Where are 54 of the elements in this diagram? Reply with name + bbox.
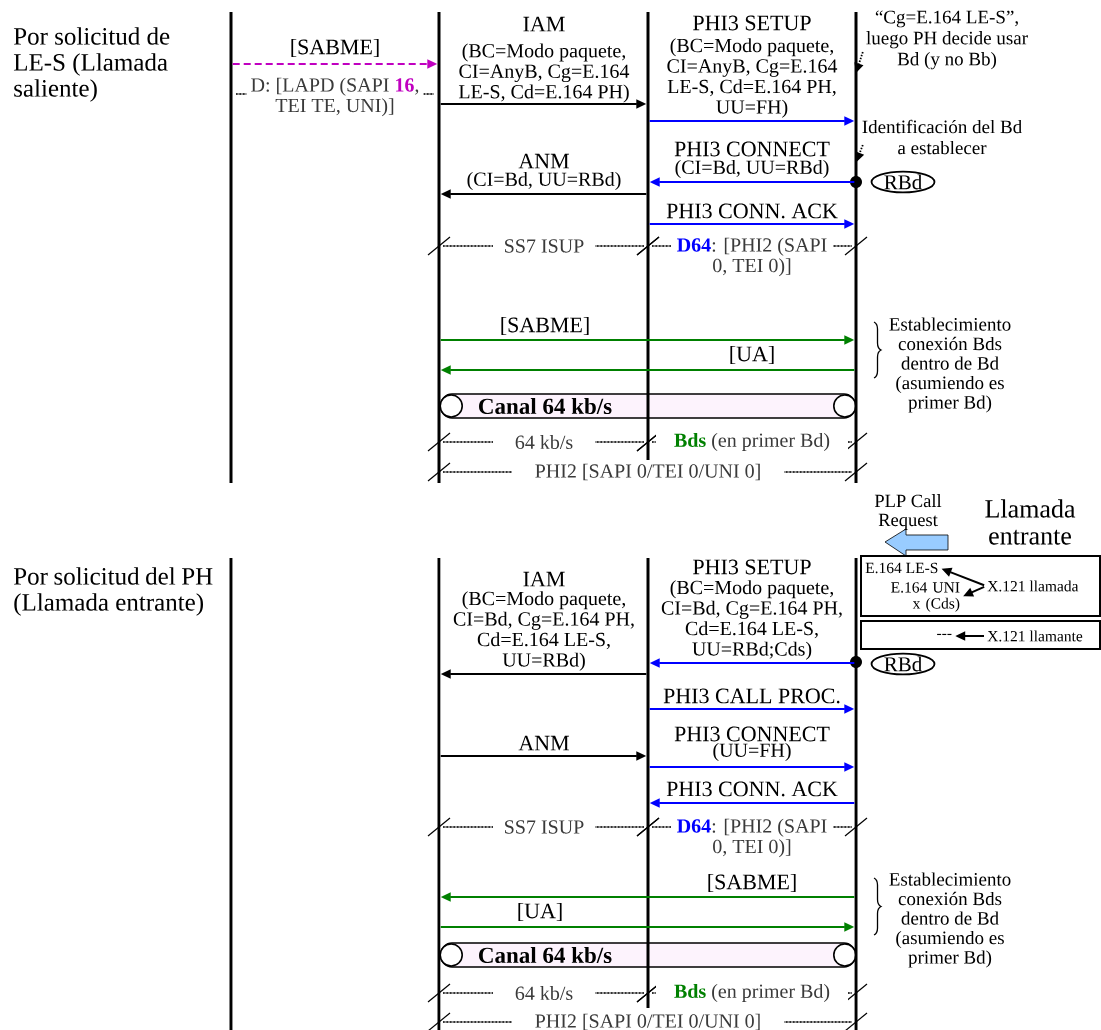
edge-label: PHI3 SETUP <box>691 14 813 32</box>
edge-label: PHI3 CONNECT <box>673 140 831 158</box>
lifeline <box>229 558 233 1030</box>
cell-text: --- <box>937 633 952 636</box>
edge-label: IAM <box>521 570 567 588</box>
callout-text: Identificación del Bd a establecer <box>862 119 1022 155</box>
channel-label: Bds (en primer Bd) <box>656 431 848 453</box>
channel-label: SS7 ISUP <box>493 238 595 254</box>
channel-pipe: Canal 64 kb/s <box>439 393 857 419</box>
message-parameters: (BC=Modo paquete, CI=AnyB, Cg=E.164 LE-S, Cd=E.164 PH) <box>458 43 630 103</box>
channel-label: SS7 ISUP <box>493 819 595 835</box>
channel-label: D: [LAPD (SAPI 16, TEI TE, UNI)] <box>246 76 424 118</box>
brace-note: Establecimiento conexión Bds dentro de Bd (asumiendo es primer Bd) <box>889 872 1011 968</box>
arrow-caption: PLP Call Request <box>874 494 942 530</box>
edge-label: IAM <box>521 15 567 33</box>
edge-label: [SABME] <box>705 872 799 894</box>
side-title: Por solicitud de LE-S (Llamada saliente) <box>13 27 170 102</box>
channel-label: PHI2 [SAPI 0/TEI 0/UNI 0] <box>512 1012 784 1030</box>
channel-label: D64: [PHI2 (SAPI 0, TEI 0)] <box>671 817 833 859</box>
channel-label: PHI2 [SAPI 0/TEI 0/UNI 0] <box>512 462 784 482</box>
edge-label: PHI3 CALL PROC. <box>662 687 842 705</box>
edge-label: [SABME] <box>288 37 382 59</box>
lifeline <box>229 12 233 483</box>
channel-label: D64: [PHI2 (SAPI 0, TEI 0)] <box>671 236 833 278</box>
message-parameters: (BC=Modo paquete, CI=Bd, Cg=E.164 PH, Cd=E.164 LE-S, UU=RBd;Cds) <box>661 580 842 660</box>
edge-label: [UA] <box>515 901 565 923</box>
table-row <box>860 555 1101 617</box>
channel-label: 64 kb/s <box>493 984 595 1002</box>
callout-text: “Cg=E.164 LE-S”, luego PH decide usar Bd (y no Bb) <box>866 10 1028 70</box>
edge-label: [SABME] <box>498 315 592 337</box>
message-parameters: (CI=Bd, UU=RBd) <box>467 171 621 191</box>
cell-text: X.121 llamante <box>987 630 1083 642</box>
edge-label: PHI3 CONN. ACK <box>665 202 839 220</box>
side-title: Por solicitud del PH (Llamada entrante) <box>13 567 213 616</box>
lifeline <box>854 558 858 1030</box>
cell-text: E.164 LE-S <box>865 562 938 574</box>
message-parameters: (BC=Modo paquete, CI=AnyB, Cg=E.164 LE-S, Cd=E.164 PH, UU=FH) <box>667 38 838 118</box>
edge-label: [UA] <box>727 344 777 366</box>
edge-label: PHI3 CONN. ACK <box>665 780 839 798</box>
cell-text: X.121 llamada <box>987 580 1079 592</box>
edge-label: ANM <box>517 152 571 170</box>
message-parameters: (CI=Bd, UU=RBd) <box>675 159 829 179</box>
message-parameters: (UU=FH) <box>713 742 791 762</box>
side-title: Llamada entrante <box>985 499 1076 545</box>
brace-note: Establecimiento conexión Bds dentro de Bd (asumiendo es primer Bd) <box>889 317 1011 413</box>
edge-label: ANM <box>517 734 571 752</box>
channel-pipe: Canal 64 kb/s <box>439 942 857 968</box>
channel-label: 64 kb/s <box>493 433 595 451</box>
cell-text: E.164 UNI x (Cds) <box>891 582 960 612</box>
channel-label: Bds (en primer Bd) <box>656 982 848 1004</box>
message-parameters: (BC=Modo paquete, CI=Bd, Cg=E.164 PH, Cd=E.164 LE-S, UU=RBd) <box>453 591 634 671</box>
edge-label: PHI3 CONNECT <box>673 725 831 743</box>
edge-label: PHI3 SETUP <box>691 558 813 576</box>
table-row <box>860 620 1101 650</box>
